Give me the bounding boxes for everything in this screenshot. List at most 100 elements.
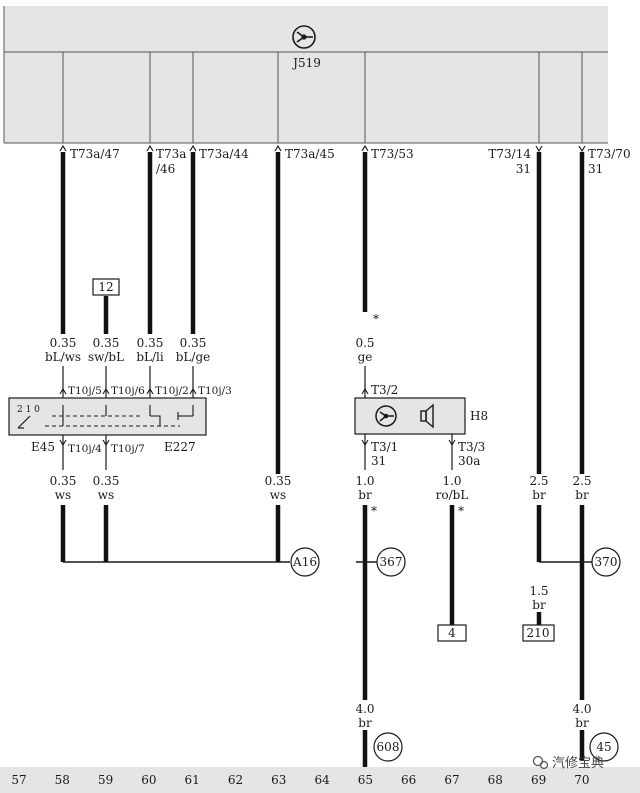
svg-text:12: 12 bbox=[98, 280, 113, 294]
track-number: 59 bbox=[98, 773, 113, 787]
horn-pin-left: T3/1 bbox=[371, 440, 398, 454]
wechat-logo-icon bbox=[532, 755, 549, 770]
wire-size: 1.0 bbox=[355, 474, 374, 488]
switch-arrows bbox=[59, 387, 456, 447]
wire-color: ge bbox=[358, 350, 373, 364]
svg-text:T10j/2: T10j/2 bbox=[155, 385, 189, 397]
wire-color: sw/bL bbox=[88, 350, 124, 364]
pin-t73-70-term: 31 bbox=[588, 162, 603, 176]
wire-size: 0.5 bbox=[355, 336, 374, 350]
track-number: 68 bbox=[488, 773, 503, 787]
track-number: 60 bbox=[141, 773, 156, 787]
pin-t73-70: T73/70 bbox=[588, 147, 631, 161]
control-unit-j519: J519 bbox=[3, 6, 608, 144]
wire-color: ro/bL bbox=[436, 488, 469, 502]
wire-color: br bbox=[575, 488, 589, 502]
wire-color: ws bbox=[98, 488, 114, 502]
pin-leads bbox=[62, 52, 583, 143]
track-number: 66 bbox=[401, 773, 416, 787]
switch-e45-e227: T10j/5 T10j/6 T10j/2 T10j/3 T10j/4 T10j/… bbox=[8, 385, 456, 455]
svg-text:T10j/4: T10j/4 bbox=[68, 443, 102, 455]
switch-label-e45: E45 bbox=[31, 440, 55, 454]
track-number: 62 bbox=[228, 773, 243, 787]
track-number: 63 bbox=[271, 773, 286, 787]
track-number: 57 bbox=[11, 773, 26, 787]
svg-text:608: 608 bbox=[377, 740, 400, 754]
splice-star: * bbox=[371, 504, 377, 518]
wire-color: bL/li bbox=[136, 350, 164, 364]
pin-t73a-44: T73a/44 bbox=[199, 147, 249, 161]
wire-size: 0.35 bbox=[265, 474, 292, 488]
speaker-icon bbox=[420, 403, 434, 429]
wire-size: 0.35 bbox=[93, 336, 120, 350]
pin-t73a-46-b: /46 bbox=[156, 162, 175, 176]
wire-size: 4.0 bbox=[572, 702, 591, 716]
wire-size: 0.35 bbox=[180, 336, 207, 350]
steering-wheel-icon bbox=[375, 405, 397, 427]
horn-pin-left-term: 31 bbox=[371, 454, 386, 468]
horn-pin-right: T3/3 bbox=[458, 440, 485, 454]
svg-text:T10j/6: T10j/6 bbox=[111, 385, 145, 397]
ref-circle-a16: A16 bbox=[290, 547, 320, 577]
svg-text:2 1 0: 2 1 0 bbox=[17, 405, 40, 415]
svg-text:T10j/5: T10j/5 bbox=[68, 385, 102, 397]
track-number: 69 bbox=[531, 773, 546, 787]
pin-labels: T73a/47 T73a /46 T73a/44 T73a/45 T73/53 … bbox=[70, 147, 631, 176]
ref-box-12: 12 bbox=[92, 278, 120, 296]
wire-color: br bbox=[532, 598, 546, 612]
pin-t73a-47: T73a/47 bbox=[70, 147, 120, 161]
pin-t73-14-term: 31 bbox=[516, 162, 531, 176]
wire-size: 1.5 bbox=[529, 584, 548, 598]
wire-size: 2.5 bbox=[529, 474, 548, 488]
svg-text:T10j/7: T10j/7 bbox=[111, 443, 145, 455]
ref-circle-45: 45 bbox=[589, 732, 619, 762]
steering-wheel-icon bbox=[292, 25, 316, 49]
track-number: 70 bbox=[574, 773, 589, 787]
wire-labels-lower: 0.35 ws 0.35 ws 0.35 ws 1.0 br * 1.0 ro/… bbox=[50, 474, 592, 730]
horn-h8: H8 T3/2 T3/1 31 T3/3 30a bbox=[354, 383, 488, 468]
pin-t73a-45: T73a/45 bbox=[285, 147, 335, 161]
svg-text:4: 4 bbox=[448, 626, 456, 640]
ref-circle-367: 367 bbox=[376, 547, 406, 577]
horn-pin-top: T3/2 bbox=[371, 383, 398, 397]
switch-label-e227: E227 bbox=[164, 440, 196, 454]
wire-color: bL/ge bbox=[176, 350, 210, 364]
wires bbox=[60, 152, 585, 793]
switch-lever-icon: 2 1 0 bbox=[17, 405, 40, 429]
svg-text:370: 370 bbox=[595, 555, 618, 569]
svg-text:45: 45 bbox=[596, 740, 611, 754]
wire-color: br bbox=[532, 488, 546, 502]
switch-contacts bbox=[45, 405, 194, 427]
track-number: 64 bbox=[314, 773, 330, 787]
wire-labels-upper: 0.35 bL/ws 0.35 sw/bL 0.35 bL/li 0.35 bL… bbox=[45, 312, 379, 364]
wire-color: ws bbox=[270, 488, 286, 502]
wire-size: 4.0 bbox=[355, 702, 374, 716]
control-unit-label: J519 bbox=[291, 56, 321, 70]
ref-box-4: 4 bbox=[437, 624, 467, 642]
watermark: 汽修宝典 bbox=[532, 755, 604, 771]
pin-t73a-46-a: T73a bbox=[156, 147, 186, 161]
track-number: 58 bbox=[55, 773, 70, 787]
svg-text:367: 367 bbox=[380, 555, 403, 569]
wire-color: br bbox=[575, 716, 589, 730]
wire-size: 1.0 bbox=[442, 474, 461, 488]
wire-color: br bbox=[358, 488, 372, 502]
svg-text:汽修宝典: 汽修宝典 bbox=[552, 756, 604, 771]
svg-text:210: 210 bbox=[527, 626, 550, 640]
switch-leads bbox=[62, 366, 453, 470]
ref-circle-370: 370 bbox=[591, 547, 621, 577]
wire-size: 0.35 bbox=[50, 474, 77, 488]
track-number: 65 bbox=[358, 773, 373, 787]
svg-text:T10j/3: T10j/3 bbox=[198, 385, 232, 397]
wire-size: 0.35 bbox=[50, 336, 77, 350]
wire-size: 2.5 bbox=[572, 474, 591, 488]
track-number: 67 bbox=[444, 773, 459, 787]
splice-star: * bbox=[373, 312, 379, 326]
svg-text:A16: A16 bbox=[292, 555, 317, 569]
pin-t73-53: T73/53 bbox=[371, 147, 414, 161]
wire-size: 0.35 bbox=[93, 474, 120, 488]
wire-color: ws bbox=[55, 488, 71, 502]
pin-t73-14: T73/14 bbox=[488, 147, 531, 161]
